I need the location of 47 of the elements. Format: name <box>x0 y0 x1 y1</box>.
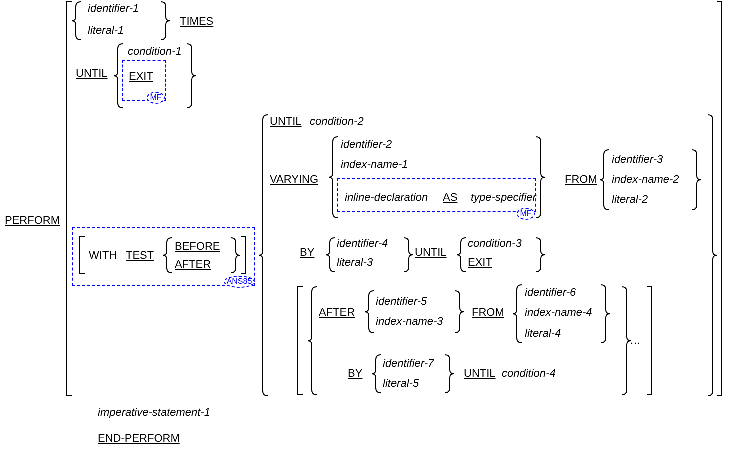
syntax-term: identifier-4 <box>337 237 388 251</box>
syntax-term: identifier-6 <box>525 286 576 300</box>
syntax-term: condition-4 <box>502 367 556 381</box>
ellipsis: … <box>630 334 641 348</box>
syntax-term: identifier-7 <box>383 357 434 371</box>
keyword: FROM <box>565 173 598 187</box>
syntax-term: condition-3 <box>468 237 522 251</box>
keyword: EXIT <box>129 70 154 84</box>
keyword: UNTIL <box>464 367 496 381</box>
syntax-term: condition-1 <box>128 45 182 59</box>
keyword: BY <box>348 367 363 381</box>
syntax-term: index-name-1 <box>341 158 408 172</box>
keyword: TEST <box>126 249 154 263</box>
syntax-term: literal-4 <box>525 327 562 341</box>
optional-word: WITH <box>89 249 118 263</box>
keyword: AFTER <box>175 258 212 272</box>
syntax-term: identifier-5 <box>376 295 428 309</box>
syntax-term: condition-2 <box>310 115 364 129</box>
dialect-badge: ANS85 <box>224 276 255 288</box>
keyword: UNTIL <box>76 67 108 81</box>
keyword: UNTIL <box>270 115 302 129</box>
syntax-term: literal-3 <box>337 256 374 270</box>
syntax-term: literal-2 <box>612 193 648 207</box>
keyword: AS <box>443 191 458 205</box>
dialect-badge: MF <box>147 92 165 104</box>
keyword: UNTIL <box>415 246 447 260</box>
keyword: TIMES <box>180 15 214 29</box>
syntax-term: index-name-3 <box>376 315 444 329</box>
keyword: BY <box>300 246 315 260</box>
keyword: AFTER <box>319 306 356 320</box>
syntax-term: identifier-1 <box>88 2 140 16</box>
syntax-term: type-specifier <box>471 191 536 205</box>
keyword: BEFORE <box>175 240 220 254</box>
syntax-term: literal-1 <box>88 24 124 38</box>
syntax-term: literal-5 <box>383 377 420 391</box>
keyword: FROM <box>472 306 504 320</box>
syntax-term: index-name-2 <box>612 173 680 187</box>
syntax-term: index-name-4 <box>525 306 592 320</box>
syntax-term: imperative-statement-1 <box>98 406 210 420</box>
syntax-term: identifier-3 <box>612 153 664 167</box>
dialect-badge: MF <box>517 208 535 220</box>
keyword: END-PERFORM <box>98 432 180 446</box>
keyword: VARYING <box>270 173 318 187</box>
keyword: PERFORM <box>5 214 60 228</box>
keyword: EXIT <box>468 256 492 270</box>
syntax-term: inline-declaration <box>345 191 428 205</box>
syntax-term: identifier-2 <box>341 138 392 152</box>
